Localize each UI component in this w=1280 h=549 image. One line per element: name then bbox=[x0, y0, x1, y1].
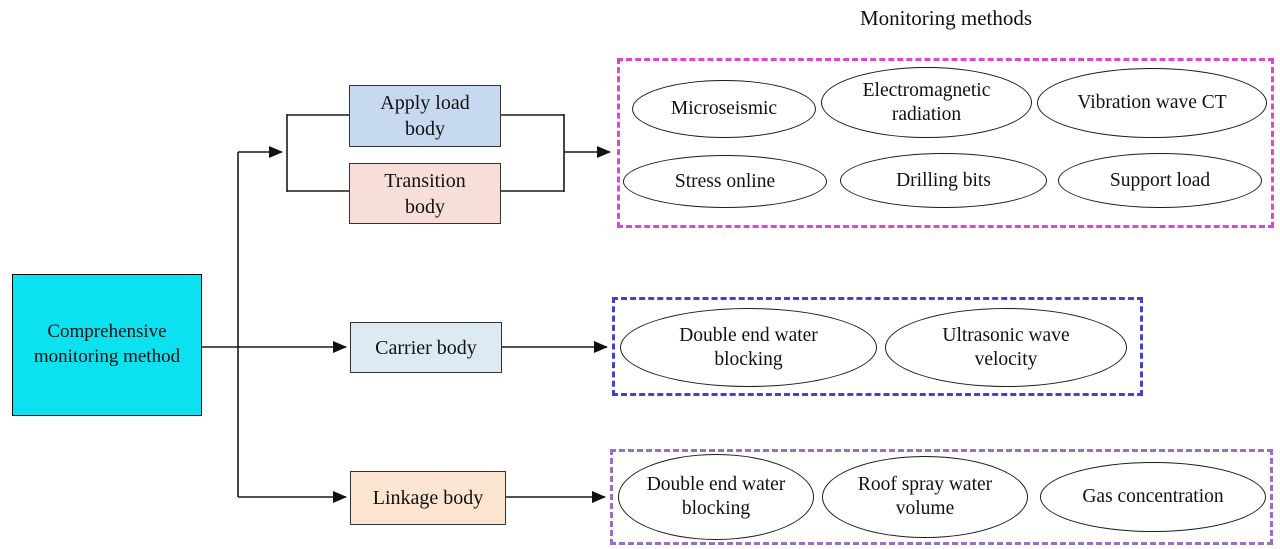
node-transition-body: Transition body bbox=[349, 163, 501, 224]
ellipse-ultrasonic-wave-velocity: Ultrasonic wave velocity bbox=[885, 308, 1127, 387]
node-comprehensive-monitoring-method: Comprehensive monitoring method bbox=[12, 274, 202, 416]
node-linkage-body: Linkage body bbox=[350, 471, 506, 525]
ellipse-stress-online: Stress online bbox=[623, 155, 827, 208]
group-box-apply-transition-methods bbox=[617, 58, 1274, 228]
diagram-title: Monitoring methods bbox=[859, 6, 1033, 30]
group-box-carrier-methods bbox=[612, 297, 1143, 396]
node-apply-load-body: Apply load body bbox=[349, 85, 501, 147]
ellipse-microseismic: Microseismic bbox=[632, 80, 816, 138]
ellipse-double-end-water-blocking-linkage: Double end water blocking bbox=[618, 454, 814, 540]
ellipse-support-load: Support load bbox=[1058, 153, 1262, 208]
ellipse-electromagnetic-radiation: Electromagnetic radiation bbox=[821, 67, 1032, 138]
ellipse-double-end-water-blocking-carrier: Double end water blocking bbox=[620, 308, 877, 387]
ellipse-vibration-wave-ct: Vibration wave CT bbox=[1037, 68, 1267, 138]
node-carrier-body: Carrier body bbox=[350, 322, 502, 373]
group-box-linkage-methods bbox=[610, 449, 1273, 545]
ellipse-gas-concentration: Gas concentration bbox=[1040, 462, 1266, 532]
ellipse-roof-spray-water-volume: Roof spray water volume bbox=[822, 456, 1028, 538]
ellipse-drilling-bits: Drilling bits bbox=[840, 153, 1047, 208]
